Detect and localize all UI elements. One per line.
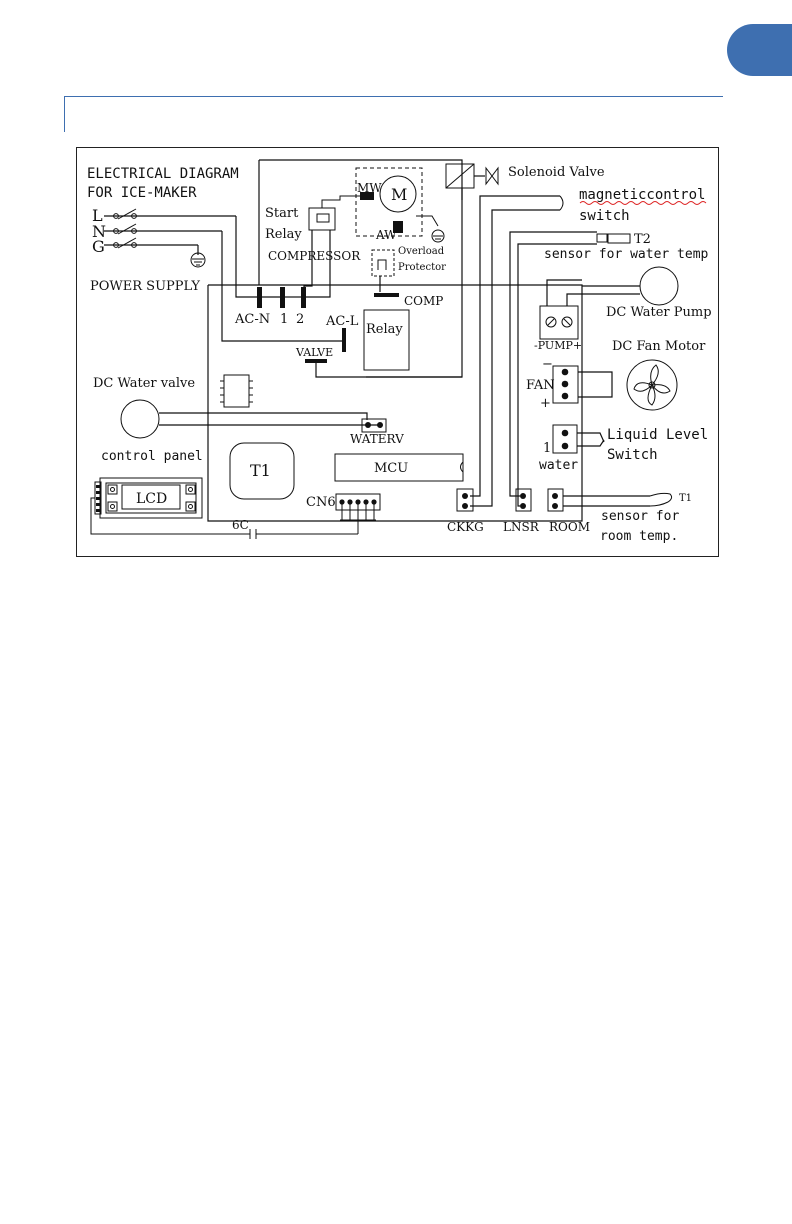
sensor-water-temp-label: sensor for water temp bbox=[544, 247, 709, 262]
liquid-level-label-2: Switch bbox=[607, 447, 658, 463]
t1-box: T1 bbox=[229, 442, 295, 500]
ac-n-label: AC-N bbox=[234, 312, 270, 327]
mcu-block: MCU bbox=[334, 453, 464, 482]
supply-label-l: L bbox=[92, 206, 103, 225]
fan-icon bbox=[626, 359, 678, 411]
dc-fan-motor-label: DC Fan Motor bbox=[612, 339, 706, 354]
supply-label-g: G bbox=[92, 237, 105, 256]
water-pump-block: -PUMP+ DC Water Pump bbox=[534, 266, 712, 352]
sensor-room-label-2: room temp. bbox=[600, 529, 678, 544]
solenoid-valve-label: Solenoid Valve bbox=[508, 165, 605, 180]
dc-water-valve-label: DC Water valve bbox=[93, 376, 195, 391]
compressor-block: Start Relay COMPRESSOR M MW AW Overload … bbox=[258, 159, 463, 378]
section-tab bbox=[727, 24, 792, 76]
fan-label: FAN bbox=[526, 378, 555, 393]
diagram-frame bbox=[76, 147, 719, 557]
sensor-room-label-1: sensor for bbox=[601, 509, 679, 524]
power-supply-label: POWER SUPPLY bbox=[90, 279, 200, 294]
room-temp-sensor-block: T1 sensor for room temp. bbox=[563, 492, 692, 544]
magnetic-switch-block: magneticcontrol switch bbox=[470, 187, 707, 507]
ic-chip bbox=[220, 374, 253, 408]
overload-label-2: Protector bbox=[398, 262, 446, 273]
overload-label-1: Overload bbox=[398, 246, 445, 257]
water-valve-icon bbox=[120, 399, 160, 439]
liquid-level-label-1: Liquid Level bbox=[607, 427, 708, 443]
terminal-1-label: 1 bbox=[280, 312, 288, 327]
pump-label: -PUMP+ bbox=[534, 339, 582, 352]
mw-label: MW bbox=[357, 181, 382, 195]
compressor-label: COMPRESSOR bbox=[268, 249, 361, 263]
control-panel-label: control panel bbox=[101, 449, 203, 464]
start-relay-label-2: Relay bbox=[265, 227, 302, 242]
relay-block: Relay VALVE bbox=[295, 309, 462, 378]
supply-label-n: N bbox=[92, 222, 106, 241]
fan-plus-label: + bbox=[540, 396, 551, 411]
ac-terminal-block: AC-N 1 2 AC-L bbox=[234, 287, 359, 352]
magnetic-label-1: magneticcontrol bbox=[579, 187, 705, 203]
terminal-2-label: 2 bbox=[296, 312, 304, 327]
aw-label: AW bbox=[375, 228, 397, 242]
cn6-label: CN6 bbox=[306, 495, 336, 510]
dc-water-pump-label: DC Water Pump bbox=[606, 305, 712, 320]
ac-l-label: AC-L bbox=[325, 314, 359, 329]
water-1-label: 1 bbox=[543, 441, 551, 456]
t2-label: T2 bbox=[634, 232, 651, 247]
t1-box-label: T1 bbox=[250, 461, 271, 480]
solenoid-valve-block: Solenoid Valve bbox=[445, 163, 605, 200]
control-panel-block: control panel LCD 6C bbox=[90, 449, 358, 539]
ckkg-label: CKKG bbox=[447, 520, 484, 534]
fan-motor-block: DC Fan Motor − FAN + bbox=[526, 339, 706, 411]
compressor-motor-icon bbox=[379, 175, 417, 213]
comp-label: COMP bbox=[404, 294, 443, 308]
water-label: water bbox=[539, 458, 578, 473]
fan-minus-label: − bbox=[542, 357, 553, 372]
lcd-label: LCD bbox=[136, 491, 167, 507]
water-valve-block: DC Water valve WATERV bbox=[93, 376, 404, 446]
start-relay-label-1: Start bbox=[265, 206, 299, 221]
c6-label: 6C bbox=[232, 518, 249, 532]
t1-probe-label: T1 bbox=[679, 493, 692, 504]
magnetic-label-2: switch bbox=[579, 208, 630, 224]
motor-label: M bbox=[391, 185, 407, 204]
power-supply-block: L N G POWER SUPPLY bbox=[90, 206, 236, 294]
water-temp-sensor-block: T2 sensor for water temp bbox=[509, 231, 709, 507]
water-pump-icon bbox=[639, 266, 679, 306]
header-rule bbox=[64, 96, 723, 97]
bottom-connectors: CKKG LNSR ROOM bbox=[447, 488, 590, 534]
room-label: ROOM bbox=[549, 520, 590, 534]
valve-label: VALVE bbox=[295, 346, 333, 359]
header-tick bbox=[64, 96, 65, 132]
diagram-title-line1: ELECTRICAL DIAGRAM bbox=[87, 166, 239, 182]
mcu-label: MCU bbox=[374, 461, 408, 476]
relay-label: Relay bbox=[366, 322, 403, 337]
cn6-block: CN6 bbox=[306, 493, 381, 534]
lnsr-label: LNSR bbox=[503, 520, 540, 534]
diagram-title-line2: FOR ICE-MAKER bbox=[87, 185, 197, 201]
liquid-level-block: 1 water Liquid Level Switch bbox=[539, 424, 708, 473]
waterv-label: WATERV bbox=[350, 432, 404, 446]
